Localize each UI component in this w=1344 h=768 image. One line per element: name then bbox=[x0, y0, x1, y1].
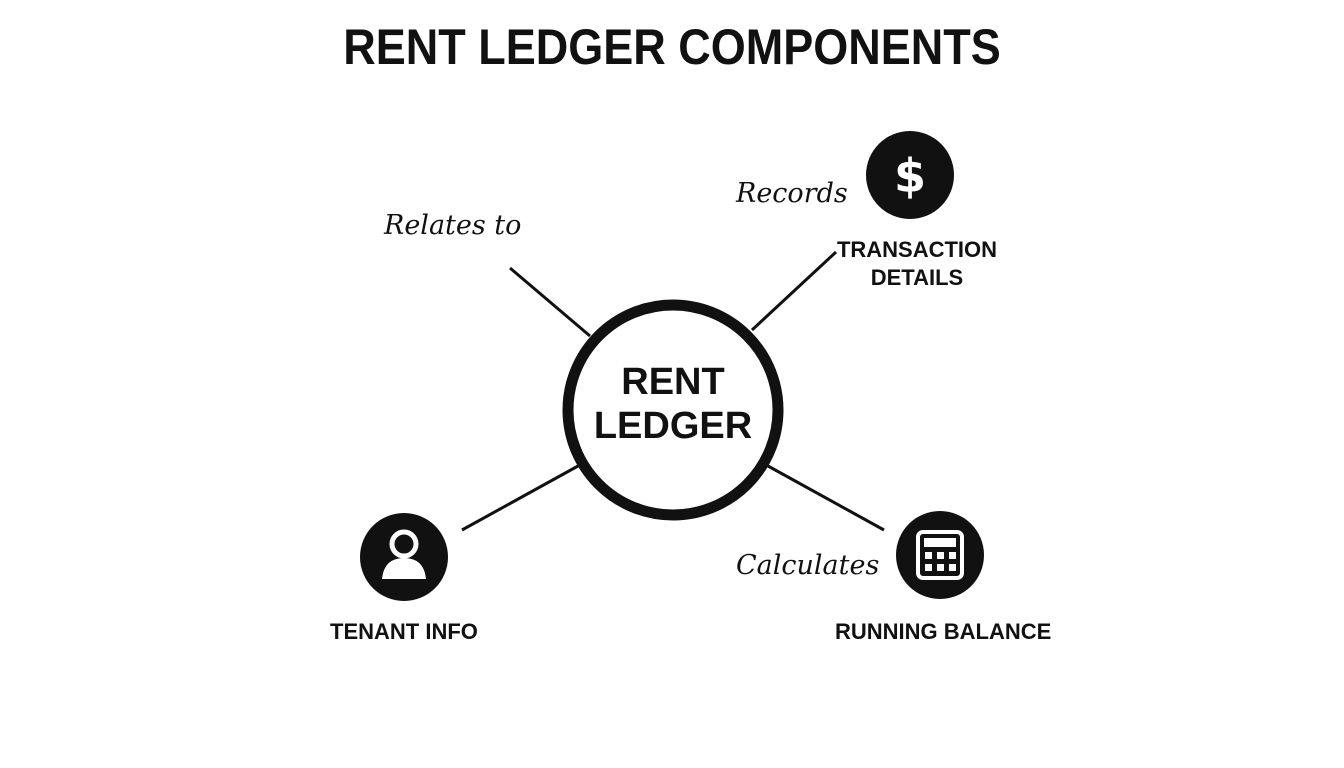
connector-records bbox=[750, 250, 838, 332]
center-label-line2: LEDGER bbox=[593, 405, 753, 447]
page-title: RENT LEDGER COMPONENTS bbox=[343, 19, 1001, 75]
node-label-transaction-line2: DETAILS bbox=[870, 265, 964, 290]
connector-calculates bbox=[767, 464, 885, 532]
dollar-icon: $ bbox=[866, 131, 954, 219]
node-label-transaction-details: TRANSACTION DETAILS bbox=[836, 236, 998, 292]
calculator-icon bbox=[896, 511, 984, 599]
relation-label-records: Records bbox=[736, 178, 848, 209]
relation-label-relates-to: Relates to bbox=[384, 210, 522, 241]
center-label-line1: RENT bbox=[621, 361, 725, 403]
connector-tenant bbox=[461, 464, 579, 532]
user-icon bbox=[360, 513, 448, 601]
center-node-circle bbox=[562, 299, 784, 521]
svg-text:$: $ bbox=[894, 149, 926, 203]
node-label-running-balance: RUNNING BALANCE bbox=[835, 619, 1052, 644]
center-node-label: RENT LEDGER bbox=[572, 360, 774, 448]
node-label-transaction-line1: TRANSACTION bbox=[836, 237, 998, 262]
relation-label-calculates: Calculates bbox=[736, 550, 880, 581]
connector-relates-to bbox=[509, 266, 591, 338]
node-label-tenant-info: TENANT INFO bbox=[330, 619, 478, 644]
